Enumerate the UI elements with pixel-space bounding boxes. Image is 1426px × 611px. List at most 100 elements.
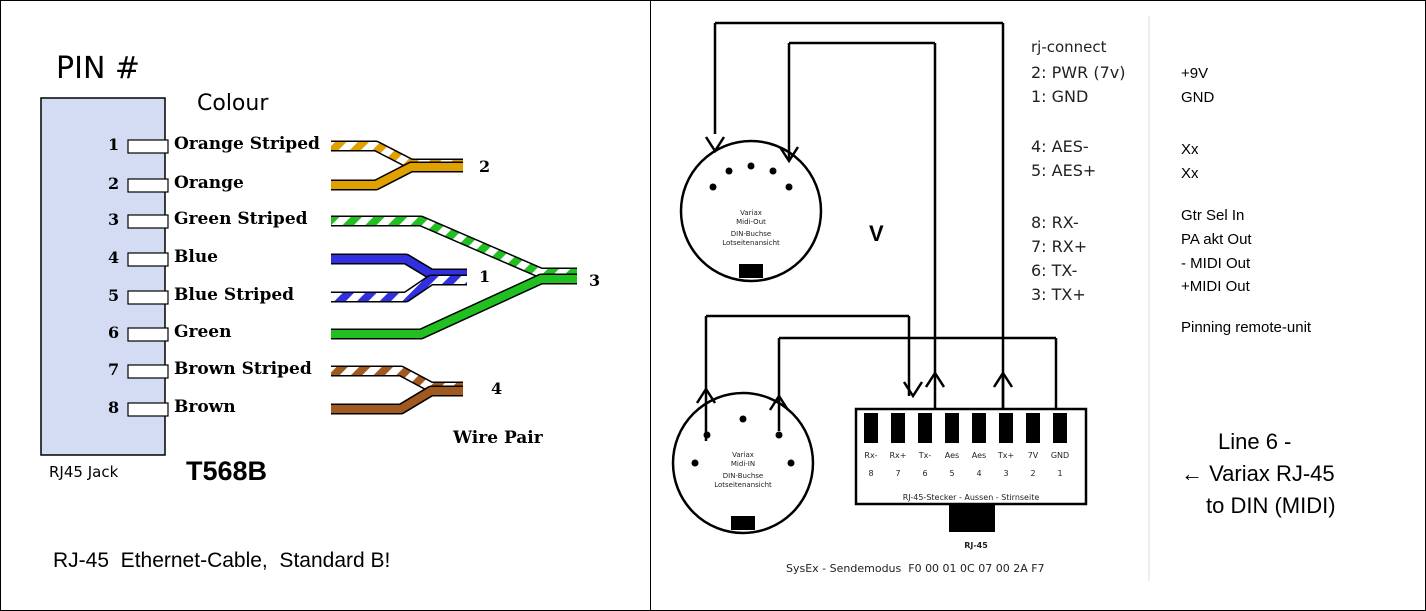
remote-function: Gtr Sel In: [1181, 207, 1245, 224]
remote-function: - MIDI Out: [1181, 255, 1251, 272]
rj45-contact-4: [972, 413, 986, 443]
pin-number-7: 7: [108, 360, 120, 379]
pin-colour-6: Green: [174, 322, 232, 342]
din-bottom-pin: [739, 415, 747, 423]
rj-pin-assignment: 2: PWR (7v): [1031, 63, 1126, 82]
pin-slot-7: [127, 364, 169, 379]
arrow-bottom-left: [695, 386, 717, 404]
wire-5: [331, 276, 467, 301]
remote-function: +MIDI Out: [1181, 278, 1250, 295]
din-top-pin: [709, 183, 717, 191]
rj-pin-assignment: 3: TX+: [1031, 285, 1086, 304]
din-bottom-pin: [787, 459, 795, 467]
din-top-line2: Midi-Out: [736, 218, 766, 226]
din-top-line1: Variax: [740, 209, 762, 217]
din-top-pin: [785, 183, 793, 191]
pair-number-1: 1: [479, 267, 491, 286]
rj45-contact-1: [1053, 413, 1067, 443]
rj-pin-number-1: 1: [1057, 469, 1063, 478]
pin-colour-8: Brown: [174, 397, 236, 417]
arrow-txplus: [992, 370, 1014, 388]
pin-number-6: 6: [108, 323, 120, 342]
din-top-pin: [725, 167, 733, 175]
rj-plug-caption: RJ-45-Stecker - Aussen - Stirnseite: [902, 493, 1040, 502]
din-bottom-line3: DIN-Buchse: [722, 472, 764, 480]
rj45-contact-5: [945, 413, 959, 443]
rj45-contact-7: [891, 413, 905, 443]
wire-7: [331, 367, 463, 391]
rj-pin-number-8: 8: [868, 469, 874, 478]
pin-colour-5: Blue Striped: [174, 285, 295, 305]
pin-colour-3: Green Striped: [174, 209, 308, 229]
wire-4: [331, 255, 467, 278]
rj-pin-number-7: 7: [895, 469, 901, 478]
pin-colour-2: Orange: [174, 173, 244, 193]
arrow-bottom-right: [768, 393, 790, 411]
din-top-pin: [747, 162, 755, 170]
caption: RJ-45 Ethernet-Cable, Standard B!: [53, 549, 391, 572]
din-socket-top: [679, 139, 823, 283]
wire-3: [331, 217, 577, 277]
din-bottom-line1: Variax: [732, 451, 754, 459]
side-note-line3: to DIN (MIDI): [1206, 493, 1336, 518]
rj-pin-assignment: 6: TX-: [1031, 261, 1078, 280]
rj-pin-number-4: 4: [976, 469, 982, 478]
rj-pin-assignment: 7: RX+: [1031, 237, 1088, 256]
din-top-pin: [769, 167, 777, 175]
rj45-latch: [949, 504, 995, 532]
remote-function: GND: [1181, 89, 1215, 106]
pin-number-8: 8: [108, 398, 120, 417]
rj-pin-label-4: Aes: [971, 451, 987, 460]
rj-pin-label-2: 7V: [1027, 451, 1039, 460]
remote-function: PA akt Out: [1181, 231, 1252, 248]
midi-schematic: [671, 16, 1150, 581]
din-top-line3: DIN-Buchse: [730, 230, 772, 238]
wiring-diagram: [40, 97, 577, 456]
pin-number-1: 1: [108, 135, 120, 154]
din-bottom-pin: [691, 459, 699, 467]
rj-pin-assignment: 1: GND: [1031, 87, 1089, 106]
rj-pin-label-3: Tx+: [997, 451, 1015, 460]
v-mark: V: [869, 221, 884, 246]
rj45-jack-body: [40, 97, 166, 456]
standard-label: T568B: [186, 456, 268, 486]
pin-slot-1: [127, 139, 169, 154]
rj-label: RJ-45: [964, 541, 988, 550]
rj45-contact-8: [864, 413, 878, 443]
rj-pin-label-1: GND: [1050, 451, 1070, 460]
rj-connect-header: rj-connect: [1031, 38, 1107, 56]
pin-number-4: 4: [108, 248, 120, 267]
rj-pin-label-8: Rx-: [864, 451, 878, 460]
rj45-contact-3: [999, 413, 1013, 443]
rj-pin-assignment: 4: AES-: [1031, 137, 1089, 156]
remote-function: Xx: [1181, 165, 1199, 182]
rj-pin-label-5: Aes: [944, 451, 960, 460]
pin-slot-3: [127, 214, 169, 229]
colour-header: Colour: [197, 91, 269, 116]
rj45-contact-2: [1026, 413, 1040, 443]
remote-function: Xx: [1181, 141, 1199, 158]
pin-colour-1: Orange Striped: [174, 134, 320, 154]
din-bottom-key: [731, 516, 755, 530]
arrow-rx: [902, 381, 924, 399]
wire-8: [331, 387, 463, 413]
rj-pin-assignment: 8: RX-: [1031, 213, 1079, 232]
pin-number-2: 2: [108, 174, 120, 193]
pin-colour-7: Brown Striped: [174, 359, 312, 379]
rj-pin-label-7: Rx+: [889, 451, 907, 460]
remote-function: +9V: [1181, 65, 1209, 82]
rj-pin-number-5: 5: [949, 469, 955, 478]
pin-number-5: 5: [108, 286, 120, 305]
din-top-line4: Lotseitenansicht: [722, 239, 780, 247]
pin-slot-4: [127, 252, 169, 267]
wire-pair-label: Wire Pair: [453, 428, 543, 448]
pin-slot-6: [127, 327, 169, 342]
wire-outline-6: [331, 273, 577, 340]
wire-6: [331, 275, 577, 338]
variax-midi-panel: Variax Midi-Out DIN-Buchse Lotseitenansi…: [650, 0, 1426, 611]
pin-header: PIN #: [56, 51, 141, 86]
jack-label: RJ45 Jack: [49, 463, 119, 481]
pin-number-3: 3: [108, 210, 120, 229]
side-note-line1: Line 6 -: [1218, 429, 1292, 454]
